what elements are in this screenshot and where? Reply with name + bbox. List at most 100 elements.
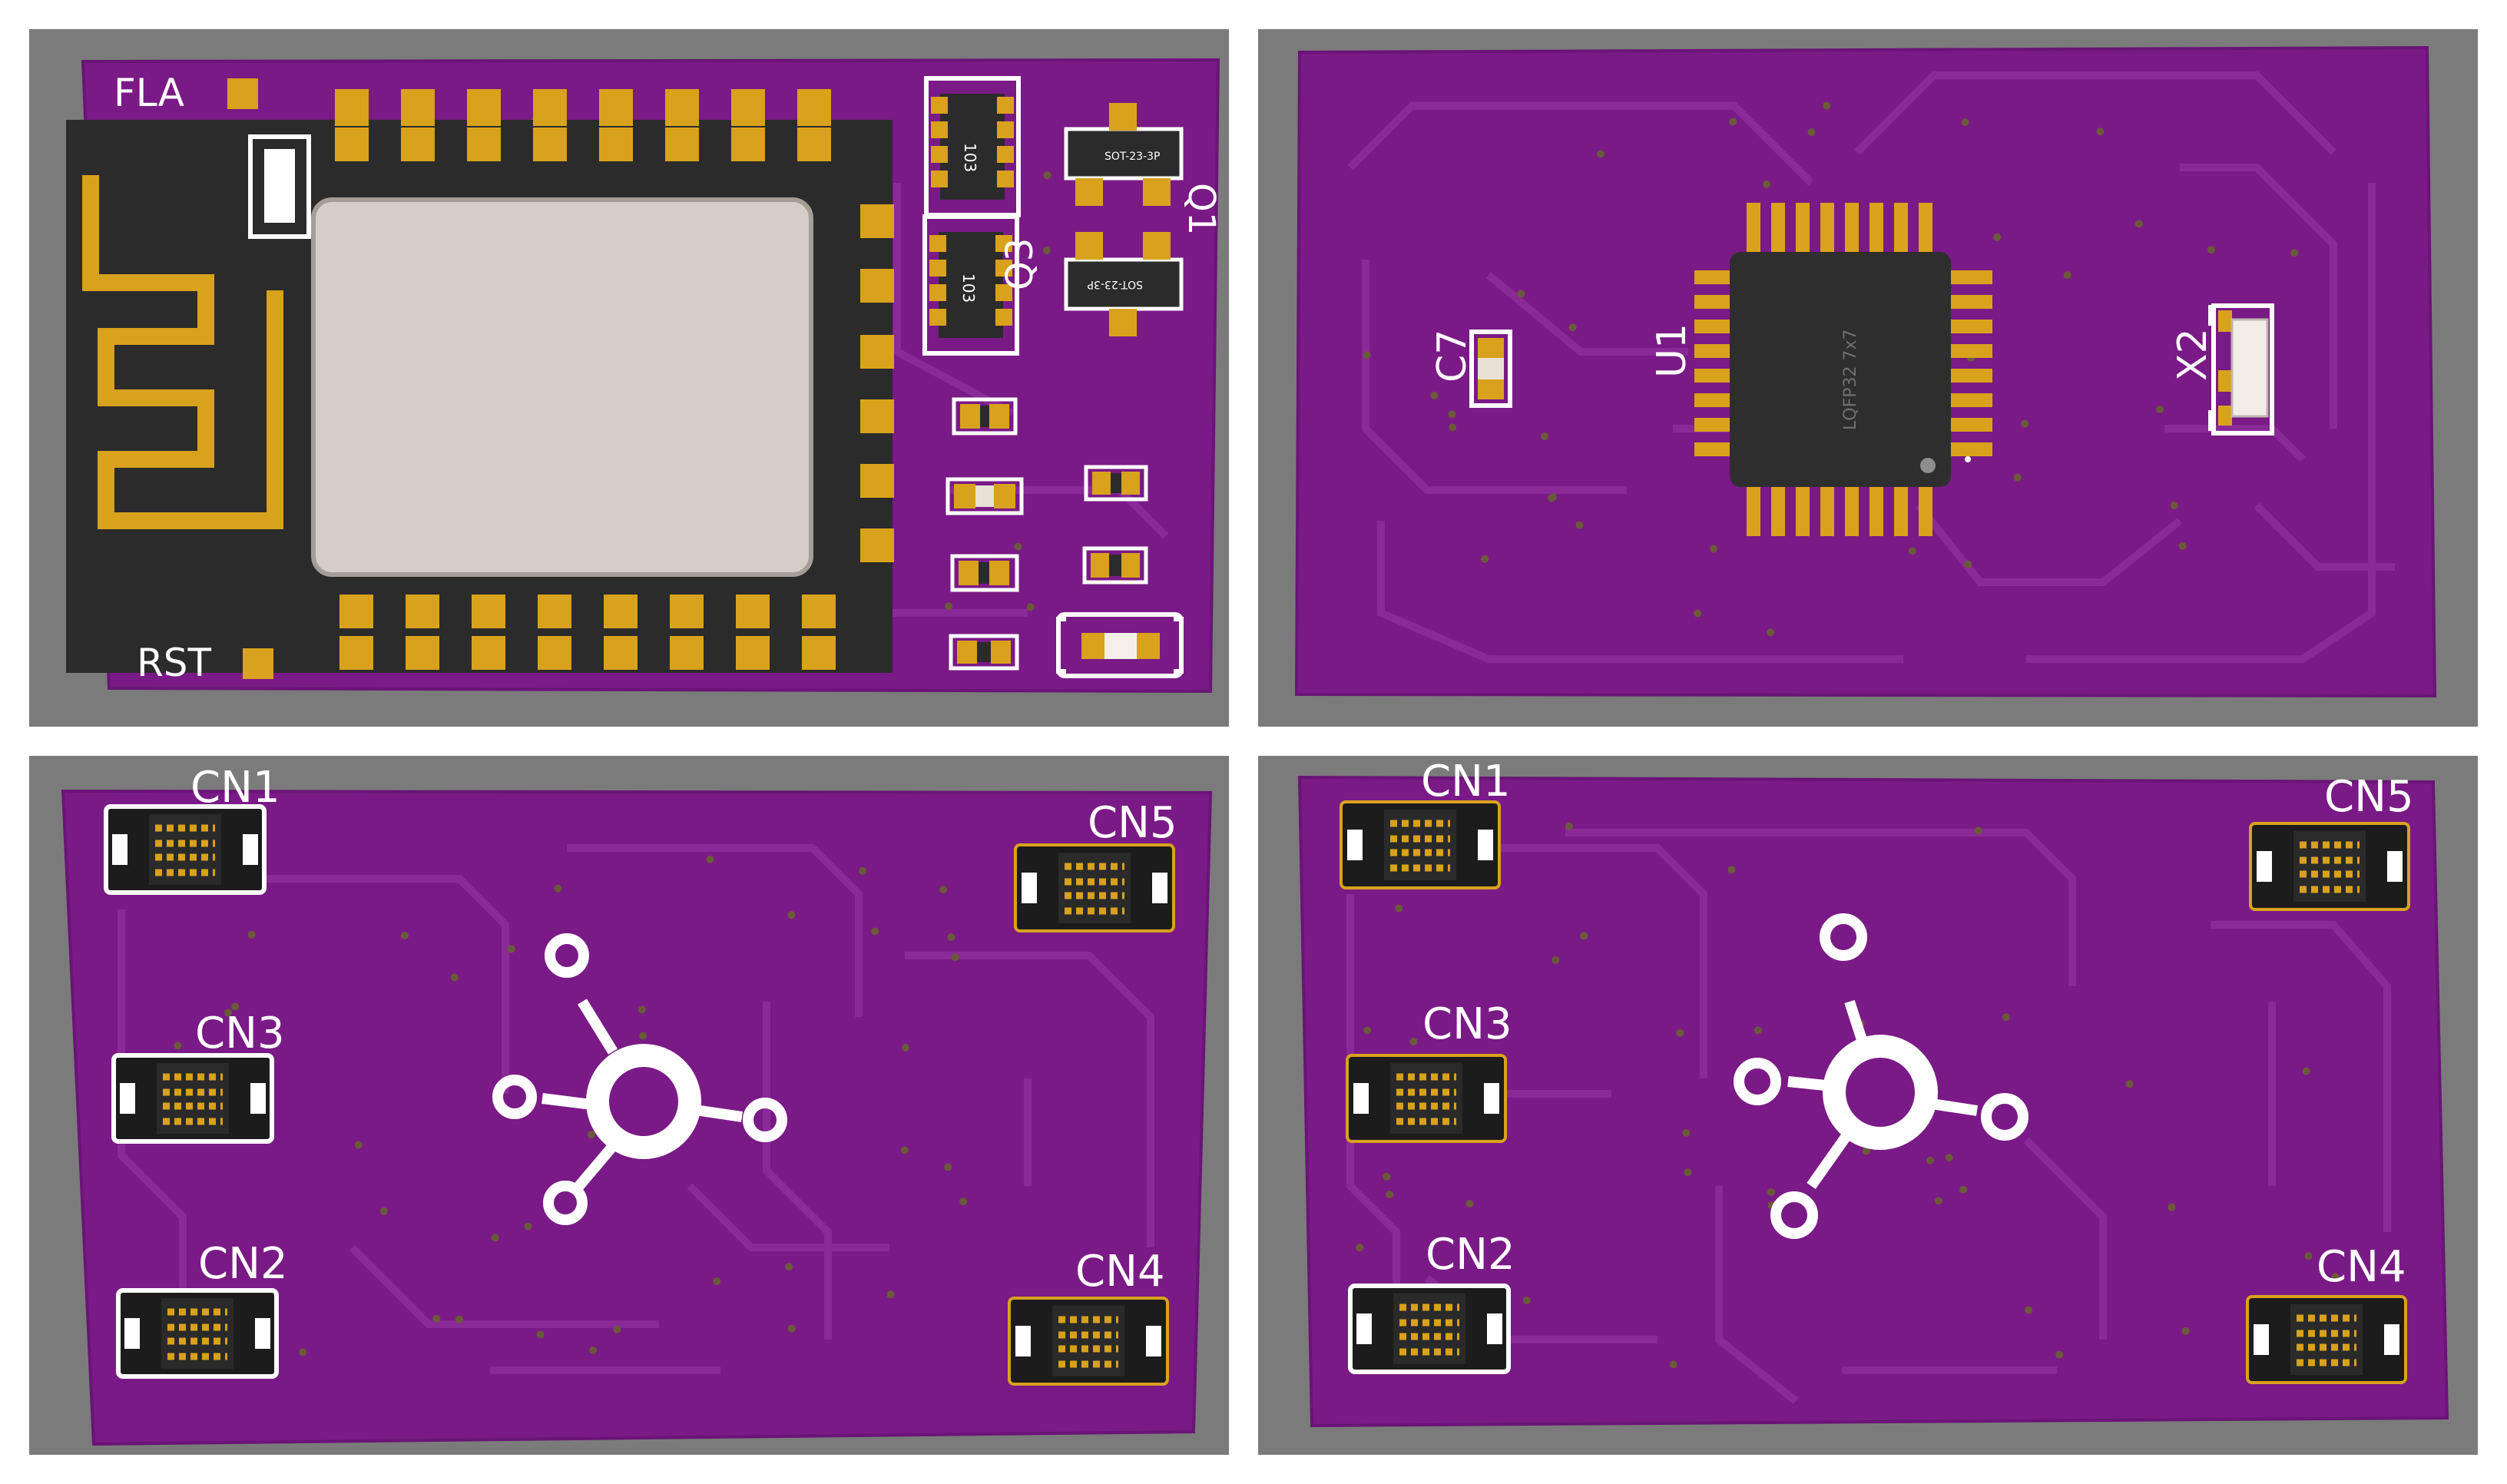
via (1386, 1191, 1394, 1199)
via (2125, 1080, 2134, 1088)
via (1669, 1360, 1677, 1369)
via (2156, 405, 2164, 413)
via (354, 1141, 363, 1149)
via (1959, 1185, 1968, 1194)
label-cn4: CN4 (1075, 1247, 1165, 1297)
label-cn2: CN2 (198, 1239, 288, 1289)
label-cn3: CN3 (195, 1009, 285, 1058)
via (1465, 1200, 1474, 1208)
via (1517, 290, 1525, 298)
label-q3: Q3 (998, 238, 1042, 290)
via (1908, 547, 1916, 555)
pcb-board (1297, 775, 2449, 1428)
mcu-u1 (1730, 252, 1951, 487)
via (536, 1330, 545, 1339)
via (2207, 246, 2215, 254)
via (1597, 150, 1605, 158)
via (2178, 542, 2187, 550)
label-chip: LQFP32 7x7 (1841, 330, 1860, 431)
label-c7: C7 (1429, 330, 1475, 383)
via (638, 1005, 646, 1014)
rf-shield (311, 197, 813, 577)
transistor-q1: SOT-23-3P (1064, 103, 1184, 206)
via (1766, 628, 1774, 637)
via (589, 1346, 598, 1354)
connector-cn5 (2249, 822, 2410, 911)
pin1-dot (1920, 458, 1936, 473)
module-bottom-pads (339, 595, 836, 670)
panel-top-right: C7 U1 LQFP32 7x7 (1258, 29, 2478, 727)
via (2170, 502, 2178, 510)
via (1862, 1147, 1870, 1155)
via (1449, 423, 1457, 432)
via (491, 1234, 499, 1242)
resistor-network-2: 103 (922, 214, 1019, 356)
via (1383, 1172, 1391, 1181)
via (1727, 866, 1736, 874)
via (1807, 128, 1816, 137)
via (858, 866, 866, 875)
via (1974, 826, 1982, 835)
via (1568, 323, 1577, 332)
via (706, 855, 714, 863)
via (1926, 1156, 1934, 1164)
via (1448, 410, 1456, 419)
via (901, 1043, 909, 1052)
via (1430, 391, 1439, 399)
label-cn2: CN2 (1426, 1230, 1515, 1280)
connector-cn2 (1348, 1284, 1511, 1374)
via (1409, 1037, 1418, 1045)
via (1042, 246, 1051, 254)
via (1694, 609, 1702, 618)
via (1363, 351, 1371, 359)
via (945, 602, 953, 611)
label-cn4: CN4 (2317, 1242, 2406, 1292)
via (2134, 220, 2143, 228)
logo-star-hub (1734, 913, 2028, 1239)
label-res-103-b: 103 (959, 273, 978, 303)
via (1565, 822, 1573, 830)
via (1395, 904, 1403, 913)
pcb-traces (118, 844, 1154, 1374)
pcb-view-esp-side: FLA RST 103 103 (66, 58, 1223, 694)
fla-pad (227, 78, 258, 109)
via (1767, 1188, 1775, 1196)
pcb-traces (1347, 71, 2395, 663)
via (1580, 932, 1588, 940)
via (1481, 555, 1489, 563)
via (1548, 494, 1556, 502)
via (174, 1042, 182, 1050)
via (613, 1325, 621, 1333)
via (2021, 419, 2029, 428)
via (944, 1163, 952, 1171)
connector-cn1 (104, 804, 267, 895)
via (2302, 1067, 2310, 1075)
via (1356, 1244, 1364, 1252)
via (2025, 1306, 2033, 1314)
via (400, 931, 409, 939)
via (224, 1009, 233, 1017)
via (2181, 1327, 2190, 1335)
connector-cn4 (1008, 1297, 1169, 1386)
via (787, 911, 796, 919)
connector-cn2 (116, 1288, 279, 1379)
via (784, 1263, 793, 1271)
panel-top-left: FLA RST 103 103 (29, 29, 1229, 727)
label-cn5: CN5 (2324, 772, 2414, 822)
via (1710, 545, 1718, 553)
via (1823, 101, 1831, 110)
via (1363, 1026, 1372, 1035)
transistor-q3: SOT-23-3P (1064, 232, 1184, 336)
via (299, 1348, 307, 1356)
pcb-view-mcu-side: C7 U1 LQFP32 7x7 (1294, 45, 2437, 698)
connector-cn1 (1340, 800, 1501, 889)
via (455, 1315, 463, 1323)
via (1043, 171, 1051, 180)
via (1026, 603, 1035, 611)
via (1676, 1029, 1684, 1037)
via (524, 1222, 532, 1231)
smd-passives (946, 397, 1184, 678)
resistor-network-1: 103 (924, 76, 1021, 217)
label-q1: Q1 (1180, 183, 1223, 235)
via (959, 1197, 968, 1206)
